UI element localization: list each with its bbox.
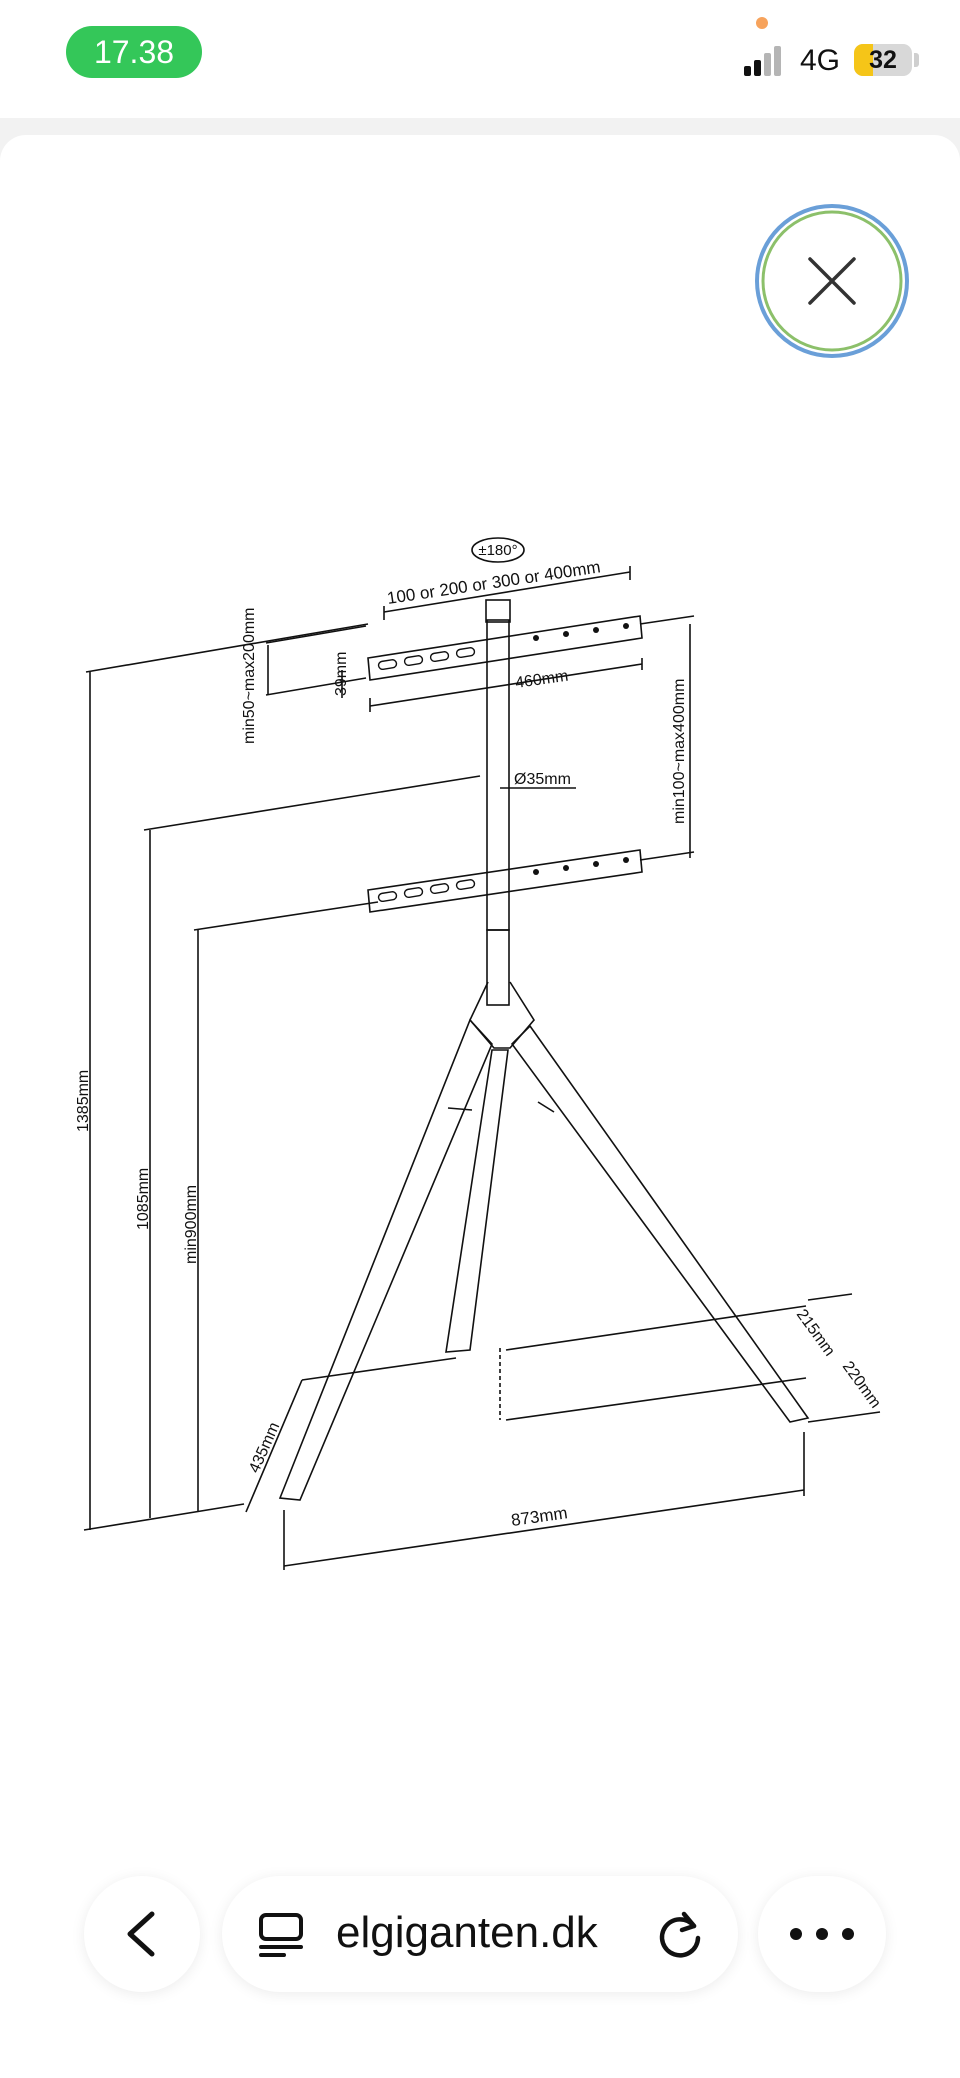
reader-mode-icon[interactable]	[258, 1912, 304, 1958]
leg-offset-2-label: 220mm	[839, 1358, 884, 1411]
bracket-height-label: 39mm	[333, 652, 350, 696]
rotation-label: ±180°	[478, 542, 517, 559]
battery-percent: 32	[869, 45, 897, 74]
image-viewer-sheet	[0, 135, 960, 2078]
cellular-signal-icon	[744, 46, 781, 76]
clock-pill: 17.38	[66, 26, 202, 78]
mid-height-label: 1085mm	[135, 1168, 152, 1230]
address-bar[interactable]: elgiganten.dk	[222, 1876, 738, 1992]
depth-front-label: 435mm	[246, 1420, 283, 1476]
close-button[interactable]	[754, 203, 910, 359]
ellipsis-icon	[790, 1928, 854, 1940]
min-height-label: min900mm	[183, 1185, 200, 1264]
product-dimension-drawing: ±180° 100 or 200 or 300 or 400mm min50~m…	[75, 537, 884, 1570]
bracket-length-label: 460mm	[514, 668, 569, 692]
battery-icon: 32	[854, 44, 912, 76]
status-bar: 17.38 4G 32	[0, 0, 960, 118]
pole-diameter-label: Ø35mm	[514, 771, 571, 788]
url-domain-text: elgiganten.dk	[336, 1908, 598, 1957]
camera-indicator-dot	[756, 17, 768, 29]
more-options-button[interactable]	[758, 1876, 886, 1992]
reload-icon[interactable]	[654, 1908, 706, 1960]
vesa-height-range-label: min50~max200mm	[241, 608, 258, 745]
bracket-spacing-label: min100~max400mm	[671, 679, 688, 824]
battery-level-fill	[854, 44, 873, 76]
leg-offset-1-label: 215mm	[793, 1306, 838, 1359]
rotation-indicator	[471, 537, 525, 563]
back-button[interactable]	[84, 1876, 200, 1992]
total-height-label: 1385mm	[75, 1070, 92, 1132]
chevron-left-icon	[127, 1911, 155, 1957]
close-icon	[755, 204, 909, 358]
battery-tip	[914, 53, 919, 67]
network-type-label: 4G	[800, 44, 841, 77]
